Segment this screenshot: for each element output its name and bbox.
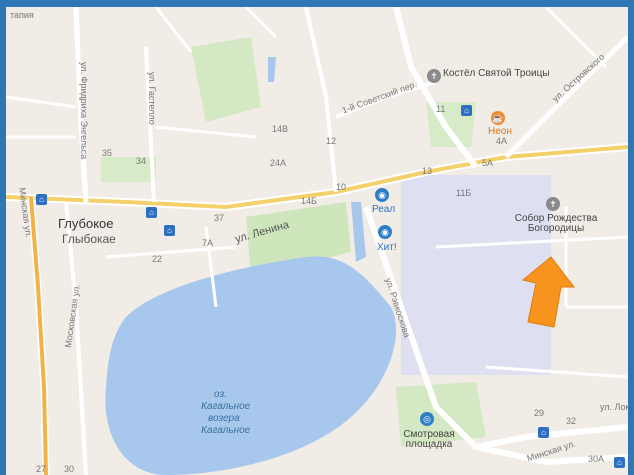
channel <box>351 202 366 262</box>
lake-kagalnoe <box>105 256 397 475</box>
lake-label-2: Кагальное <box>201 401 251 412</box>
house-number: 12 <box>326 136 337 146</box>
street-gastello: ул. Гастелло <box>147 72 157 125</box>
shop-icon[interactable]: ◉ <box>375 188 389 202</box>
house-number: 34 <box>136 156 147 166</box>
poi-hit[interactable]: Хит! <box>377 242 397 253</box>
house-number: 13 <box>422 166 433 176</box>
house-number: 14В <box>272 124 289 134</box>
map-canvas[interactable]: тапия Глубокое Глыбокае ул. Ленина ул. Ф… <box>6 7 628 475</box>
road-sovetsky <box>335 80 437 119</box>
road-minskaya <box>29 196 48 475</box>
poi-relay[interactable]: Реал <box>372 204 396 215</box>
road-engelsa <box>73 7 89 203</box>
industrial-zone <box>401 175 551 375</box>
street-lok: ул. Лок <box>600 402 628 412</box>
poi-kostel[interactable]: Костёл Святой Троицы <box>443 68 550 79</box>
map-graphics <box>6 7 628 475</box>
poi-neon[interactable]: Неон <box>488 126 512 137</box>
bus-stop-icon[interactable]: ⌂ <box>538 427 549 438</box>
church-icon[interactable]: ✝ <box>546 197 560 211</box>
shop-icon[interactable]: ◉ <box>378 225 392 239</box>
house-number: 24А <box>270 158 287 168</box>
house-number: 30 <box>64 464 75 474</box>
top-left-label: тапия <box>10 10 34 20</box>
bus-stop-icon[interactable]: ⌂ <box>146 207 157 218</box>
church-icon[interactable]: ✝ <box>427 69 441 83</box>
bus-stop-icon[interactable]: ⌂ <box>461 105 472 116</box>
road-north <box>393 7 479 169</box>
poi-smotrovaya[interactable]: Смотровая площадка <box>403 429 455 450</box>
road-gastello <box>144 46 156 203</box>
lake-label-1: оз. <box>214 389 227 400</box>
house-number: 11 <box>436 104 446 114</box>
house-number: 29 <box>534 408 545 418</box>
house-number: 37 <box>214 213 225 223</box>
lake-label-4: Кагальное <box>201 425 251 436</box>
bus-stop-icon[interactable]: ⌂ <box>36 194 47 205</box>
house-number: 14Б <box>301 196 317 206</box>
town-label-ru: Глубокое <box>58 216 114 231</box>
lake-label-3: возера <box>208 413 240 424</box>
street-engelsa: ул. Фридриха Энгельса <box>79 62 89 160</box>
house-number: 27 <box>36 464 47 474</box>
house-number: 32 <box>566 416 577 426</box>
viewpoint-icon[interactable]: ◎ <box>420 412 434 426</box>
poi-sobor[interactable]: Собор Рождества Богородицы <box>514 213 598 234</box>
house-number: 11Б <box>456 188 472 198</box>
bus-stop-icon[interactable]: ⌂ <box>614 457 625 468</box>
house-number: 35 <box>102 148 113 158</box>
park-area <box>191 37 261 122</box>
town-label-by: Глыбокае <box>62 232 116 246</box>
house-number: 5А <box>482 158 494 168</box>
road-moskovskaya <box>64 201 88 475</box>
house-number: 30А <box>588 454 605 464</box>
road-minskaya-bottom <box>475 444 628 466</box>
house-number: 22 <box>152 254 163 264</box>
house-number: 10 <box>336 182 347 192</box>
cafe-icon[interactable]: ☕ <box>491 111 505 125</box>
direction-arrow <box>521 256 576 328</box>
road-ostrovskogo <box>504 35 628 159</box>
bus-stop-icon[interactable]: ⌂ <box>164 225 175 236</box>
house-number: 7А <box>202 238 214 248</box>
house-number: 4А <box>496 136 508 146</box>
